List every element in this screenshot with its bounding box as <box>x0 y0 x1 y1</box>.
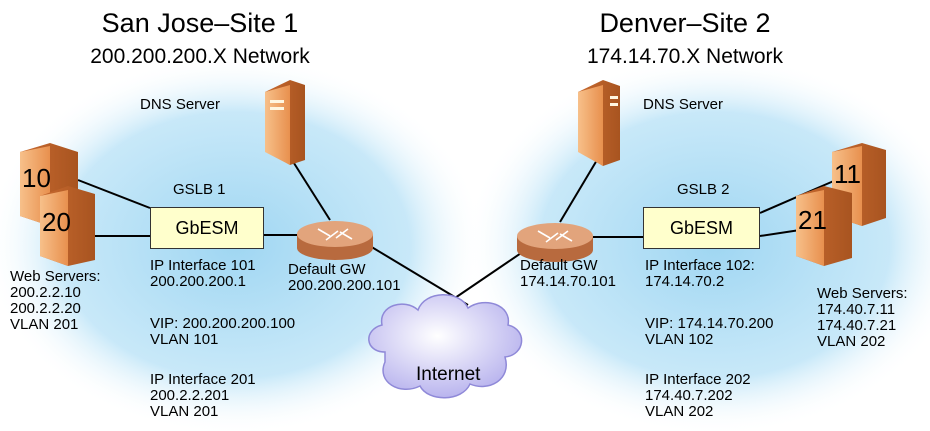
site2-default-gw: Default GW 174.14.70.101 <box>520 258 616 290</box>
ip-interface-line: 174.40.7.202 <box>645 387 733 404</box>
site2-web-servers-line: VLAN 202 <box>817 333 886 350</box>
gw-line: 200.200.200.101 <box>288 277 401 294</box>
ip-interface-line: VLAN 201 <box>150 403 219 420</box>
gslb1-switch: GbESM <box>150 207 264 249</box>
site1-title: San Jose–Site 1 <box>101 8 299 38</box>
server-20-label: 20 <box>42 207 71 237</box>
ip-interface-line: IP Interface 201 <box>150 371 256 388</box>
site1-web-servers: Web Servers: 200.2.2.10 200.2.2.20 VLAN … <box>10 269 101 333</box>
gw-line: Default GW <box>520 257 598 274</box>
ip-interface-line: IP Interface 101 <box>150 257 256 274</box>
link-dns2-router2 <box>559 154 601 223</box>
site2-web-servers: Web Servers: 174.40.7.11 174.40.7.21 VLA… <box>817 286 908 350</box>
vip-line: VLAN 101 <box>150 331 219 348</box>
gw-line: 174.14.70.101 <box>520 273 616 290</box>
ip-interface-line: VLAN 202 <box>645 403 714 420</box>
site1-web-servers-line: 200.2.2.20 <box>10 300 81 317</box>
dns-server-site1 <box>265 80 305 165</box>
link-dns1-router1 <box>291 159 331 221</box>
site1-ip-interface-101: IP Interface 101 200.200.200.1 <box>150 258 256 290</box>
ip-interface-line: IP Interface 102: <box>645 257 755 274</box>
web-server-21 <box>796 186 852 266</box>
site1-dns-label: DNS Server <box>140 96 221 113</box>
site1-web-servers-line: 200.2.2.10 <box>10 284 81 301</box>
site1-default-gw: Default GW 200.200.200.101 <box>288 262 401 294</box>
router-site2 <box>517 223 593 262</box>
vip-line: VIP: 200.200.200.100 <box>150 315 296 332</box>
site1-ip-interface-201: IP Interface 201 200.2.2.201 VLAN 201 <box>150 372 256 420</box>
router-site1 <box>297 221 373 260</box>
site1-network: 200.200.200.X Network <box>90 45 310 68</box>
site2-title: Denver–Site 2 <box>599 8 771 38</box>
ip-interface-line: 200.2.2.201 <box>150 387 230 404</box>
link-router1-internet <box>364 242 469 306</box>
link-router2-internet <box>451 246 531 301</box>
gw-line: Default GW <box>288 261 366 278</box>
site2-web-servers-line: 174.40.7.11 <box>817 301 896 318</box>
internet-cloud <box>368 294 523 399</box>
site2-network: 174.14.70.X Network <box>586 45 784 68</box>
ip-interface-line: IP Interface 202 <box>645 371 751 388</box>
site2-web-servers-line: Web Servers: <box>817 285 908 302</box>
site1-vip: VIP: 200.200.200.100 VLAN 101 <box>150 316 295 348</box>
link-server10-gslb1 <box>77 179 151 209</box>
gslb1-label: GSLB 1 <box>173 181 226 198</box>
ip-interface-line: 174.14.70.2 <box>645 273 725 290</box>
site2-ip-interface-202: IP Interface 202 174.40.7.202 VLAN 202 <box>645 372 751 420</box>
site2-ip-interface-102: IP Interface 102: 174.14.70.2 <box>645 258 755 290</box>
site2-dns-label: DNS Server <box>643 96 724 113</box>
ip-interface-line: 200.200.200.1 <box>150 273 246 290</box>
server-21-label: 21 <box>798 205 827 235</box>
web-server-20 <box>40 186 95 266</box>
site2-web-servers-line: 174.40.7.21 <box>817 317 897 334</box>
link-gslb2-server21 <box>759 229 801 237</box>
internet-label: Internet <box>416 364 481 385</box>
server-10-label: 10 <box>22 163 51 193</box>
dns-server-site2 <box>578 80 620 166</box>
server-11-label: 11 <box>834 159 861 189</box>
site1-web-servers-line: VLAN 201 <box>10 316 79 333</box>
gslb2-switch: GbESM <box>643 207 760 249</box>
site2-vip: VIP: 174.14.70.200 VLAN 102 <box>645 316 773 348</box>
site1-web-servers-line: Web Servers: <box>10 268 101 285</box>
vip-line: VIP: 174.14.70.200 <box>645 315 774 332</box>
gslb2-label: GSLB 2 <box>677 181 730 198</box>
vip-line: VLAN 102 <box>645 331 714 348</box>
